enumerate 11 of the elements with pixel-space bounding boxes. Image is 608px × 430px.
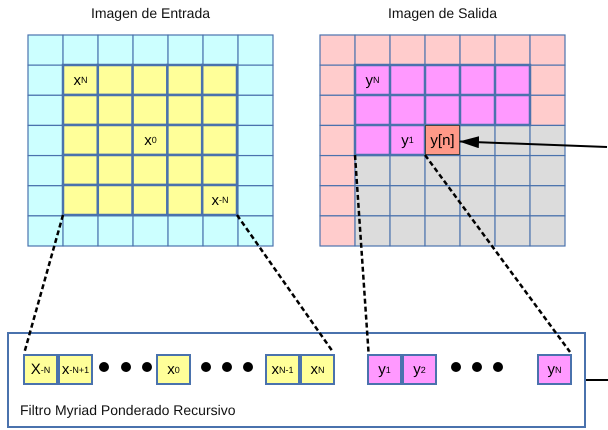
panel-title: Filtro Myriad Ponderado Recursivo — [20, 402, 236, 418]
current-pixel: y[n] — [425, 125, 460, 155]
image-title: Imagen de Entrada — [90, 5, 212, 21]
dashed-leader-line — [236, 214, 334, 353]
arrow — [459, 136, 608, 148]
processed-region — [355, 65, 530, 155]
image-grid — [320, 5, 565, 246]
leader-line — [586, 379, 608, 381]
filter-panel — [7, 332, 586, 428]
image-title: Imagen de Salida — [387, 5, 498, 21]
dashed-leader-line — [354, 154, 370, 352]
